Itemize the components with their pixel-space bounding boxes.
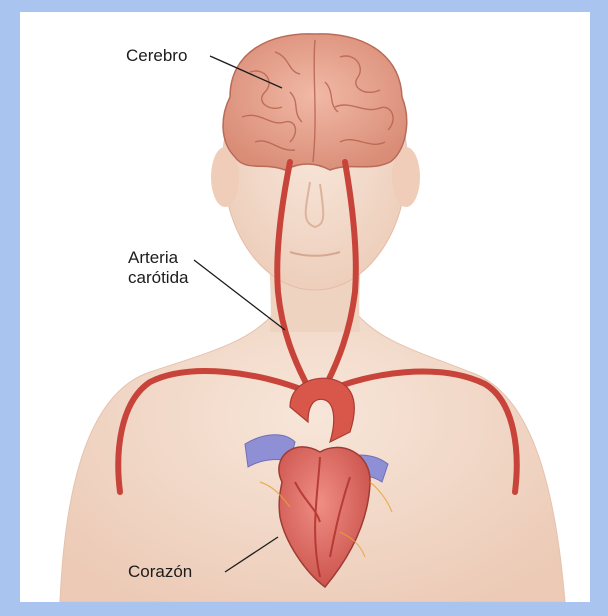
label-carotid-line2: carótida (128, 268, 188, 288)
label-carotid-line1: Arteria (128, 248, 178, 268)
label-brain: Cerebro (126, 46, 187, 66)
label-heart: Corazón (128, 562, 192, 582)
anatomy-illustration (20, 12, 590, 602)
illustration-panel: Cerebro Arteria carótida Corazón (20, 12, 590, 602)
